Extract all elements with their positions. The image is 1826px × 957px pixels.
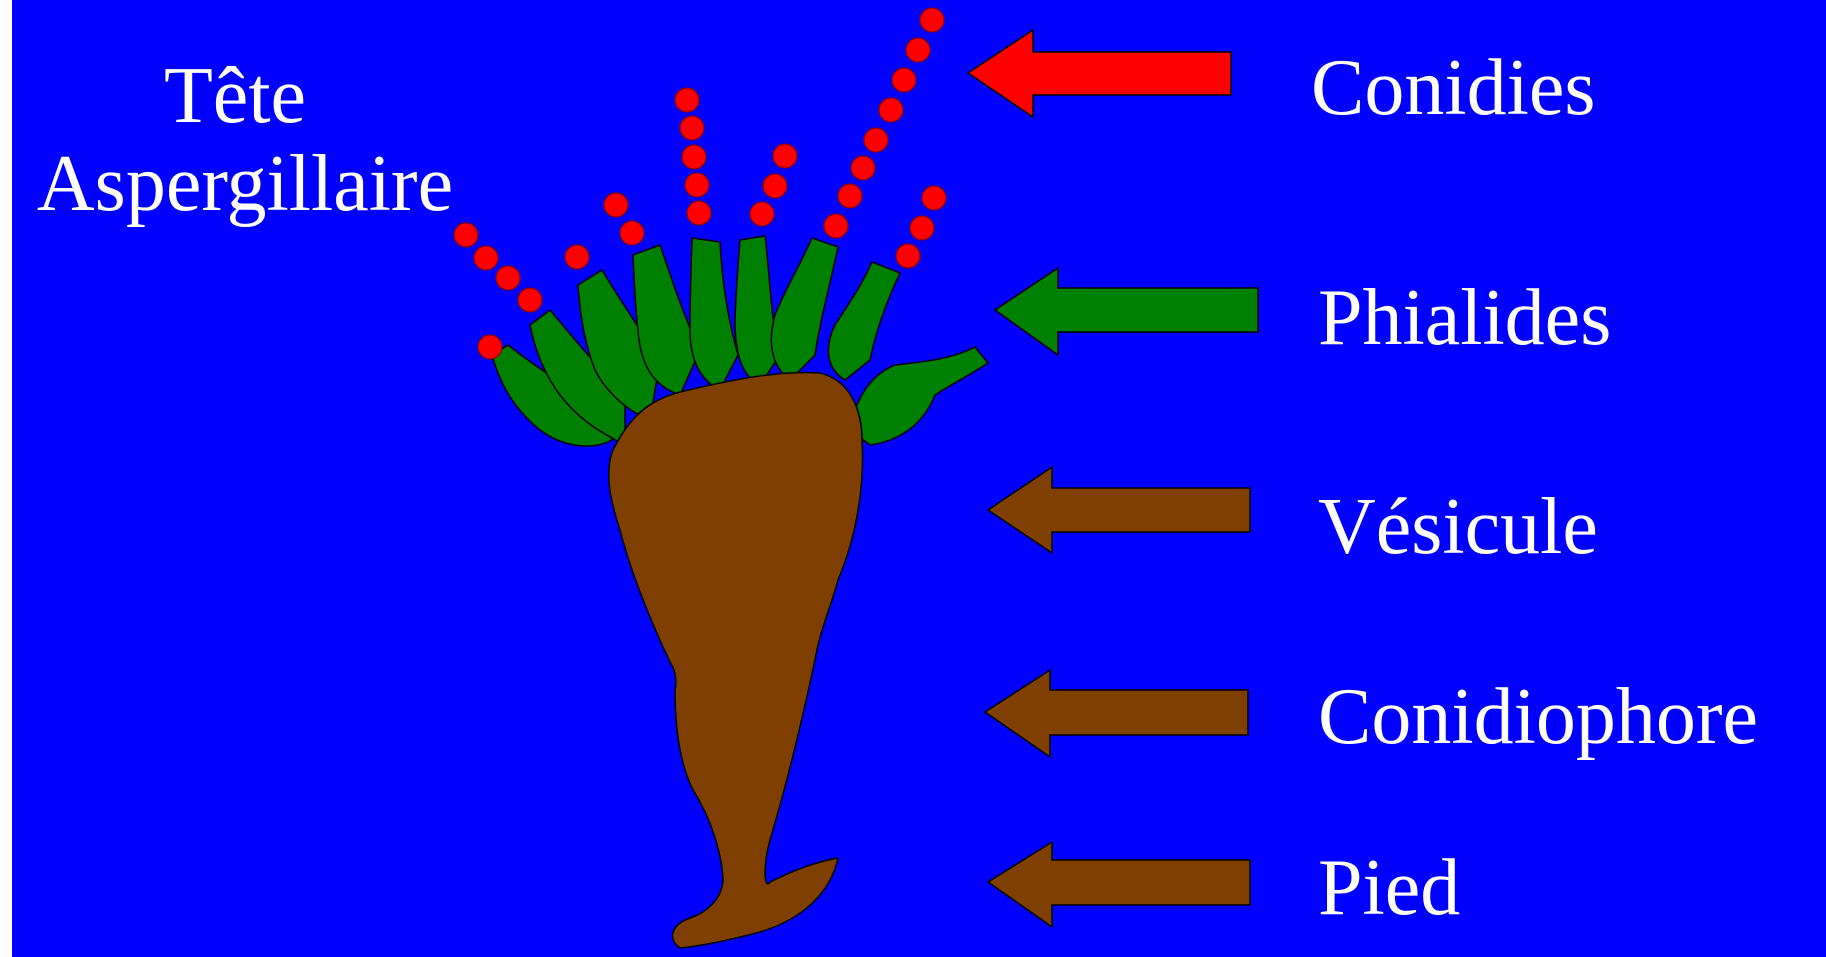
- conidium: [604, 193, 628, 217]
- conidium: [565, 245, 589, 269]
- label-vesicule: Vésicule: [1318, 483, 1598, 571]
- conidium: [824, 214, 848, 238]
- conidium: [750, 202, 774, 226]
- conidium: [687, 201, 711, 225]
- conidium: [478, 335, 502, 359]
- conidium: [682, 145, 706, 169]
- conidium: [910, 216, 934, 240]
- conidium: [896, 244, 920, 268]
- conidium: [851, 156, 875, 180]
- conidium: [518, 288, 542, 312]
- conidium: [879, 98, 903, 122]
- conidium: [920, 8, 944, 32]
- title-line-2: Aspergillaire: [37, 140, 453, 228]
- conidium: [680, 116, 704, 140]
- label-pied: Pied: [1318, 844, 1460, 932]
- conidium: [864, 128, 888, 152]
- label-conidies: Conidies: [1311, 44, 1595, 132]
- label-conidiophore: Conidiophore: [1318, 673, 1758, 761]
- conidium: [620, 221, 644, 245]
- conidium: [763, 174, 787, 198]
- conidium: [773, 144, 797, 168]
- conidium: [675, 88, 699, 112]
- conidium: [906, 38, 930, 62]
- conidium: [838, 184, 862, 208]
- conidium: [892, 68, 916, 92]
- conidium: [454, 223, 478, 247]
- label-phialides: Phialides: [1318, 274, 1611, 362]
- title-line-1: Tête: [164, 52, 306, 140]
- conidium: [685, 173, 709, 197]
- conidium: [922, 186, 946, 210]
- conidium: [474, 246, 498, 270]
- conidium: [496, 266, 520, 290]
